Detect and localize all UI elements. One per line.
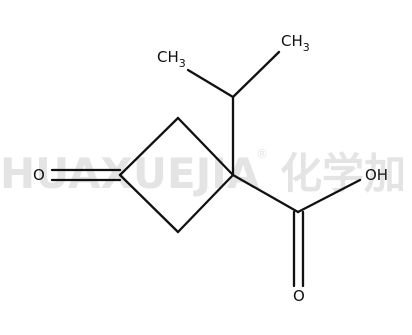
isopropyl-left-methyl-bond bbox=[186, 68, 235, 99]
methyl-left-label: CH3 bbox=[157, 48, 186, 70]
hydroxyl-label: OH bbox=[365, 166, 388, 184]
ketone-double-bond bbox=[50, 168, 122, 182]
methyl-right-label: CH3 bbox=[281, 32, 310, 54]
carboxyl-group bbox=[231, 173, 362, 288]
ketone-oxygen-label: O bbox=[33, 166, 45, 184]
watermark: HUAXUEJIA ® 化学加 bbox=[0, 147, 406, 198]
atom-labels: O OH O CH3 CH3 bbox=[33, 32, 388, 305]
ring-bond-top-right bbox=[176, 116, 235, 177]
ring-bond-bottom-right bbox=[176, 173, 235, 234]
cyclobutane-ring bbox=[118, 116, 235, 234]
methyl-right-subscript: 3 bbox=[303, 41, 310, 54]
carbonyl-oxygen-label: O bbox=[293, 287, 305, 305]
methyl-right-carbon: CH bbox=[281, 32, 303, 50]
methyl-left-subscript: 3 bbox=[179, 57, 186, 70]
carboxyl-oh-bond bbox=[296, 178, 362, 214]
ring-bond-bottom-left bbox=[118, 173, 180, 234]
carboxyl-c-bond bbox=[231, 173, 300, 214]
isopropyl-group bbox=[186, 50, 281, 177]
isopropyl-right-methyl-bond bbox=[231, 50, 281, 99]
methyl-left-carbon: CH bbox=[157, 48, 179, 66]
watermark-registered-mark: ® bbox=[256, 147, 268, 161]
ring-bond-top-left bbox=[118, 116, 180, 177]
